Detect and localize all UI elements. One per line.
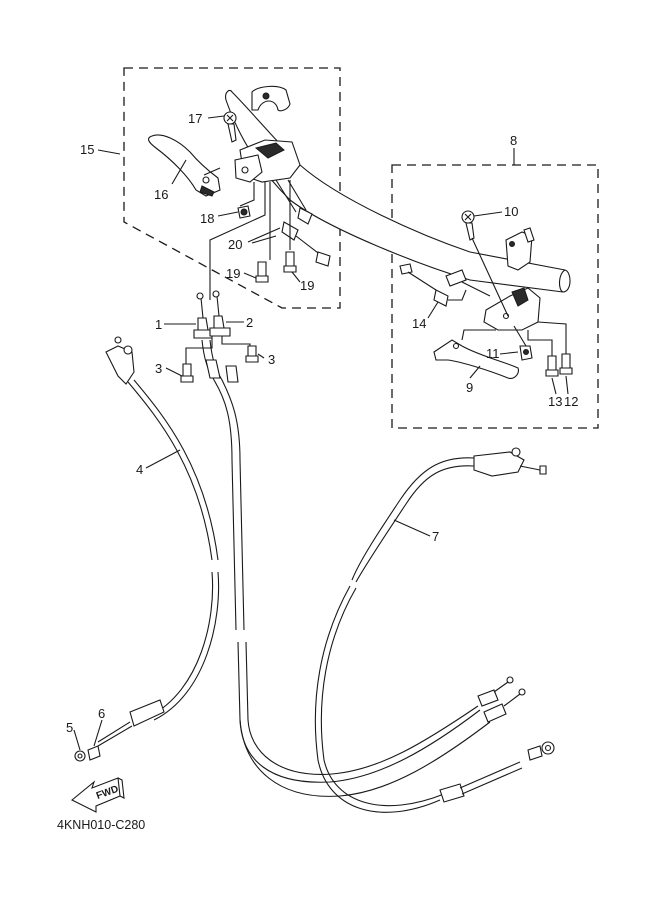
pin-6 [87, 745, 101, 761]
fwd-arrow-icon: FWD [70, 777, 125, 813]
callout-5: 5 [66, 720, 73, 735]
callout-1: 1 [155, 317, 162, 332]
callout-14: 14 [412, 316, 426, 331]
screw-17 [223, 111, 237, 143]
callout-9: 9 [466, 380, 473, 395]
throttle-cables-lower [237, 641, 526, 797]
left-lever-holder [234, 85, 301, 183]
callout-15: 15 [80, 142, 94, 157]
throttle-cable-1 [193, 292, 245, 631]
callout-3-left: 3 [155, 361, 162, 376]
callout-16: 16 [154, 187, 168, 202]
callout-leaders [73, 115, 569, 751]
right-lever-holder [483, 287, 541, 331]
callout-8: 8 [510, 133, 517, 148]
callout-19-left: 19 [226, 266, 240, 281]
brake-lever-9 [433, 339, 519, 379]
clutch-lever-16 [147, 134, 221, 197]
callout-2: 2 [246, 315, 253, 330]
screw-19-left [255, 261, 269, 283]
callout-17: 17 [188, 111, 202, 126]
screw-3-right [245, 345, 259, 363]
callout-7: 7 [432, 529, 439, 544]
screw-13 [545, 355, 559, 377]
callout-10: 10 [504, 204, 518, 219]
callout-18: 18 [200, 211, 214, 226]
adjust-nut-5 [74, 750, 86, 762]
callout-13: 13 [548, 394, 562, 409]
diagram-code: 4KNH010-C280 [57, 818, 145, 832]
callout-19-right: 19 [300, 278, 314, 293]
screw-12 [559, 353, 573, 375]
nut-18 [237, 205, 251, 219]
screw-10 [461, 210, 509, 317]
throttle-cable-2 [209, 290, 239, 383]
clutch-cable-4 [97, 336, 220, 747]
callout-12: 12 [564, 394, 578, 409]
brake-switch-14 [399, 263, 491, 307]
callout-4: 4 [136, 462, 143, 477]
leader-lines-3 [185, 336, 251, 364]
group-box-8 [391, 164, 599, 429]
right-upper-clamp [505, 227, 535, 271]
group-box-15 [123, 67, 341, 309]
screw-3-left [180, 363, 194, 383]
screw-19-right [283, 251, 297, 273]
leader-lines-left [203, 167, 291, 300]
callout-11: 11 [486, 346, 500, 361]
nut-11 [513, 325, 533, 361]
leader-lines-right [448, 289, 567, 356]
callout-3-right: 3 [268, 352, 275, 367]
callout-20: 20 [228, 237, 242, 252]
brake-cable-7 [314, 447, 555, 813]
callout-6: 6 [98, 706, 105, 721]
